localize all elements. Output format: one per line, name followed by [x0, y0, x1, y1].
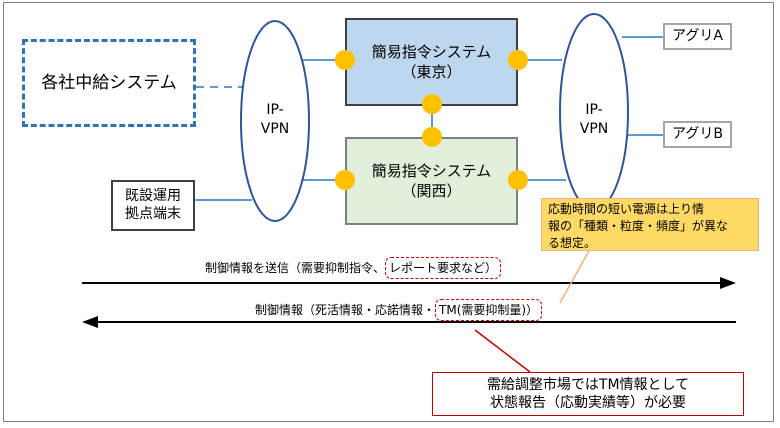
existing-terminal-line1: 既設運用 — [125, 188, 181, 204]
aggregator-a-box: アグリA — [663, 23, 732, 50]
market-note-line2: 状態報告（応動実績等）が必要 — [490, 395, 686, 411]
dispatch-kansai-line2: （関西） — [401, 182, 462, 200]
dot-tokyo-left — [335, 50, 355, 70]
short-response-line2: 報の「種類・粒度・頻度」が異な — [548, 218, 729, 233]
market-pointer-line — [474, 329, 531, 373]
send-arrow-label: 制御情報を送信（需要抑制指令、レポート要求など） — [205, 256, 502, 280]
dot-kansai-left — [335, 170, 355, 190]
short-response-note: 応動時間の短い電源は上り情 報の「種類・粒度・頻度」が異な る想定。 — [541, 198, 759, 251]
dispatch-tokyo-box: 簡易指令システム （東京） — [345, 18, 518, 106]
aggregator-a-label: アグリA — [672, 28, 723, 45]
note-pointer-line — [559, 248, 591, 304]
dot-kansai-right — [508, 170, 528, 190]
dispatch-tokyo-line2: （東京） — [401, 63, 462, 81]
dispatch-kansai-line1: 簡易指令システム — [371, 161, 492, 180]
receive-arrowhead — [82, 316, 98, 328]
market-note: 需給調整市場ではTM情報として 状態報告（応動実績等）が必要 — [432, 372, 744, 416]
vpn-right-line1: IP- — [585, 102, 603, 119]
receive-label-highlight: TM(需要抑制量)） — [435, 298, 543, 322]
short-response-line1: 応動時間の短い電源は上り情 — [548, 202, 705, 216]
send-label-highlight: レポート要求など） — [385, 256, 502, 280]
vpn-left-line2: VPN — [260, 121, 290, 137]
dispatch-tokyo-line1: 簡易指令システム — [371, 42, 492, 61]
diagram-frame — [3, 2, 774, 422]
existing-terminal-box: 既設運用 拠点端末 — [111, 180, 195, 231]
dot-tokyo-right — [508, 50, 528, 70]
send-label-prefix: 制御情報を送信（需要抑制指令、 — [205, 260, 386, 275]
dot-tokyo-bottom — [422, 94, 442, 114]
dot-kansai-top — [422, 127, 442, 147]
aggregator-b-box: アグリB — [663, 121, 732, 148]
receive-label-prefix: 制御情報（死活情報・応諾情報・ — [255, 302, 436, 317]
vpn-right-label: IP- VPN — [562, 95, 626, 145]
vpn-right-line2: VPN — [579, 121, 609, 137]
market-note-line1: 需給調整市場ではTM情報として — [486, 376, 690, 393]
short-response-line3: る想定。 — [548, 235, 597, 250]
relay-system-label: 各社中給システム — [41, 72, 177, 93]
aggregator-b-label: アグリB — [672, 126, 723, 143]
existing-terminal-line2: 拠点端末 — [125, 205, 181, 222]
vpn-left-shape — [240, 20, 310, 222]
vpn-left-line1: IP- — [266, 102, 284, 119]
receive-arrow-label: 制御情報（死活情報・応諾情報・TM(需要抑制量)） — [255, 298, 543, 322]
vpn-left-label: IP- VPN — [243, 95, 307, 145]
send-arrowhead — [720, 277, 736, 289]
relay-system-box: 各社中給システム — [22, 39, 196, 127]
